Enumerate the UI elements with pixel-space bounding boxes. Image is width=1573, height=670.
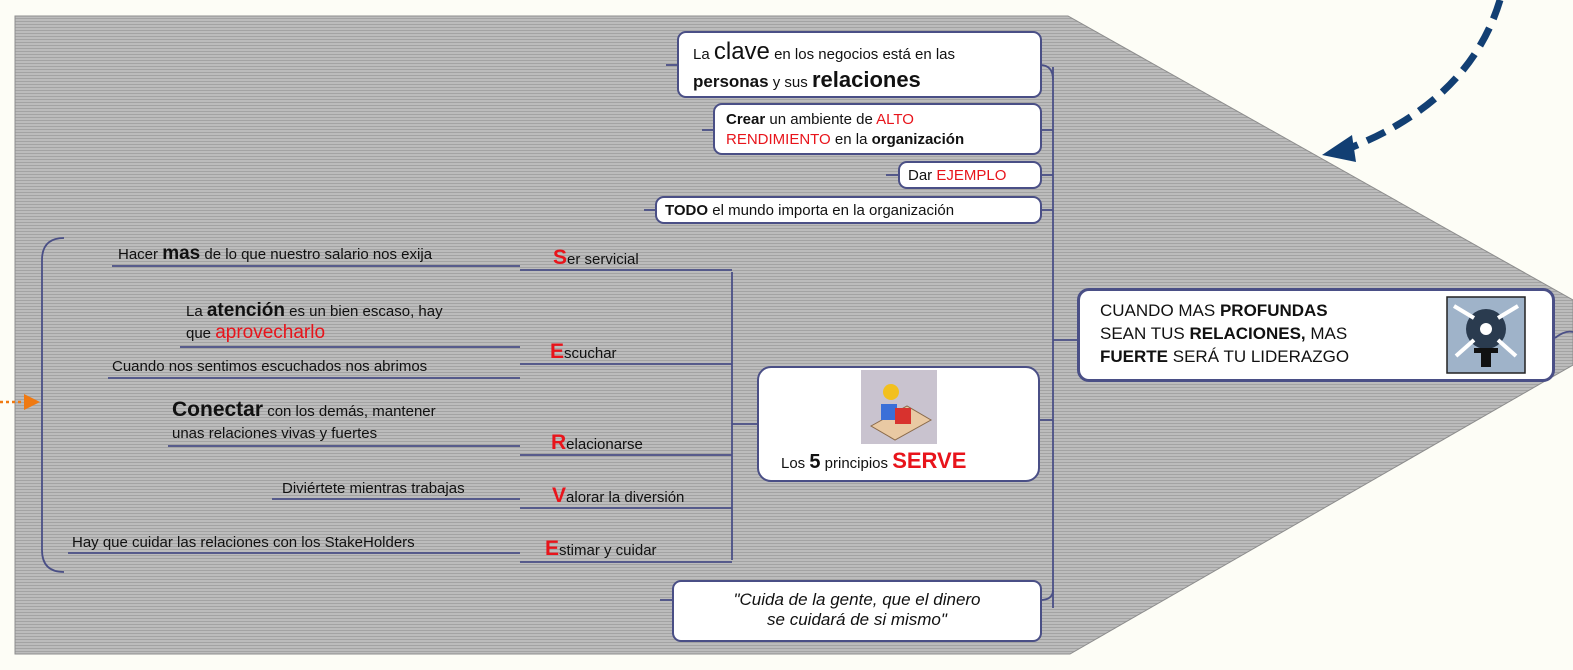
- clave-word-negocios: en los negocios está en las: [774, 46, 956, 63]
- principle-letter: E: [550, 340, 565, 363]
- principle-letter: E: [545, 537, 560, 560]
- detail-word: unas relaciones vivas y fuertes: [172, 425, 378, 442]
- detail-stakeholders[interactable]: Hay que cuidar las relaciones con los St…: [72, 534, 415, 551]
- detail-word-mas: mas: [162, 243, 201, 264]
- detail-word: de lo que nuestro salario nos exija: [204, 246, 433, 263]
- background-panel: [14, 15, 1573, 655]
- crear-word-ambiente: un ambiente de: [769, 111, 873, 128]
- serve-node[interactable]: Los 5 principios SERVE: [757, 366, 1040, 482]
- principle-rest: stimar y cuidar: [559, 542, 657, 559]
- detail-diviertete[interactable]: Diviértete mientras trabajas: [282, 480, 465, 497]
- clave-node[interactable]: La clave en los negocios está en las per…: [677, 31, 1042, 98]
- principle-rest: alorar la diversión: [566, 489, 685, 506]
- principle-rest: elacionarse: [566, 436, 643, 453]
- connector-lines: [41, 64, 1573, 608]
- detail-text: Diviértete mientras trabajas: [282, 480, 465, 497]
- detail-text: Hay que cuidar las relaciones con los St…: [72, 534, 415, 551]
- serve-word-5: 5: [809, 451, 821, 473]
- ejemplo-word-dar: Dar: [908, 167, 933, 184]
- clave-word-la: La: [693, 46, 710, 63]
- serve-word-los: Los: [781, 455, 806, 472]
- detail-hacer-mas[interactable]: Hacer mas de lo que nuestro salario nos …: [118, 243, 432, 265]
- central-relaciones: RELACIONES,: [1189, 324, 1306, 343]
- detail-text: Cuando nos sentimos escuchados nos abrim…: [112, 358, 428, 375]
- crear-word-enla: en la: [834, 131, 868, 148]
- detail-atencion[interactable]: La atención es un bien escaso, hay: [186, 300, 443, 322]
- detail-word: con los demás, mantener: [267, 403, 436, 420]
- central-profundas: PROFUNDAS: [1219, 301, 1328, 320]
- crear-word-organizacion: organización: [871, 131, 965, 148]
- todo-word-todo: TODO: [665, 202, 709, 219]
- crear-word-crear: Crear: [726, 111, 766, 128]
- detail-word: Hacer: [118, 246, 159, 263]
- clave-word-clave: clave: [713, 38, 770, 65]
- detail-word: La: [186, 303, 203, 320]
- central-line2: SEAN TUS: [1100, 324, 1185, 343]
- principle-estimar-cuidar[interactable]: Estimar y cuidar: [545, 537, 657, 561]
- ejemplo-word-ejemplo: EJEMPLO: [936, 167, 1007, 184]
- team-lifting-icon: [1446, 296, 1526, 374]
- crear-word-rendimiento: RENDIMIENTO: [726, 131, 831, 148]
- detail-word-conectar: Conectar: [172, 398, 264, 421]
- detail-word: es un bien escaso, hay: [289, 303, 443, 320]
- navy-arrowhead-icon: [1322, 135, 1356, 162]
- quote-line1: "Cuida de la gente, que el dinero: [733, 590, 981, 609]
- quote-node[interactable]: "Cuida de la gente, que el dinero se cui…: [672, 580, 1042, 642]
- principle-letter: V: [552, 484, 567, 507]
- ejemplo-node[interactable]: Dar EJEMPLO: [898, 161, 1042, 189]
- central-mas: MAS: [1310, 324, 1348, 343]
- clave-word-ysus: y sus: [772, 74, 808, 91]
- detail-word: que: [186, 325, 212, 342]
- principle-relacionarse[interactable]: Relacionarse: [551, 431, 643, 455]
- crear-node[interactable]: Crear un ambiente de ALTO RENDIMIENTO en…: [713, 103, 1042, 155]
- central-node[interactable]: CUANDO MAS PROFUNDAS SEAN TUS RELACIONES…: [1077, 288, 1555, 382]
- detail-aprovecharlo[interactable]: que aprovecharlo: [186, 322, 325, 344]
- serve-word-principios: principios: [824, 455, 889, 472]
- central-fuerte: FUERTE: [1100, 347, 1168, 366]
- crear-word-alto: ALTO: [876, 111, 914, 128]
- principle-letter: R: [551, 431, 567, 454]
- building-blocks-icon: [861, 370, 937, 444]
- principle-ser-servicial[interactable]: Ser servicial: [553, 246, 639, 270]
- todo-node[interactable]: TODO el mundo importa en la organización: [655, 196, 1042, 224]
- navy-dashed-arrow: [1348, 0, 1504, 152]
- todo-word-mundo: el mundo importa en la organización: [712, 202, 955, 219]
- principle-rest: er servicial: [567, 251, 639, 268]
- detail-word-atencion: atención: [206, 300, 285, 321]
- orange-arrowhead-icon: [24, 394, 40, 410]
- clave-word-personas: personas: [693, 72, 769, 91]
- detail-relaciones-vivas[interactable]: unas relaciones vivas y fuertes: [172, 425, 377, 442]
- serve-word-serve: SERVE: [892, 448, 967, 473]
- detail-word-aprovecharlo: aprovecharlo: [215, 322, 326, 343]
- principle-escuchar[interactable]: Escuchar: [550, 340, 617, 364]
- clave-word-relaciones: relaciones: [811, 67, 921, 92]
- principle-valorar-diversion[interactable]: Valorar la diversión: [552, 484, 684, 508]
- central-line1: CUANDO MAS: [1100, 301, 1216, 320]
- central-line3: SERÁ TU LIDERAZGO: [1172, 347, 1350, 366]
- quote-line2: se cuidará de si mismo": [767, 610, 947, 629]
- principle-rest: scuchar: [564, 345, 617, 362]
- principle-letter: S: [553, 246, 568, 269]
- detail-conectar[interactable]: Conectar con los demás, mantener: [172, 398, 436, 422]
- detail-escuchados[interactable]: Cuando nos sentimos escuchados nos abrim…: [112, 358, 427, 375]
